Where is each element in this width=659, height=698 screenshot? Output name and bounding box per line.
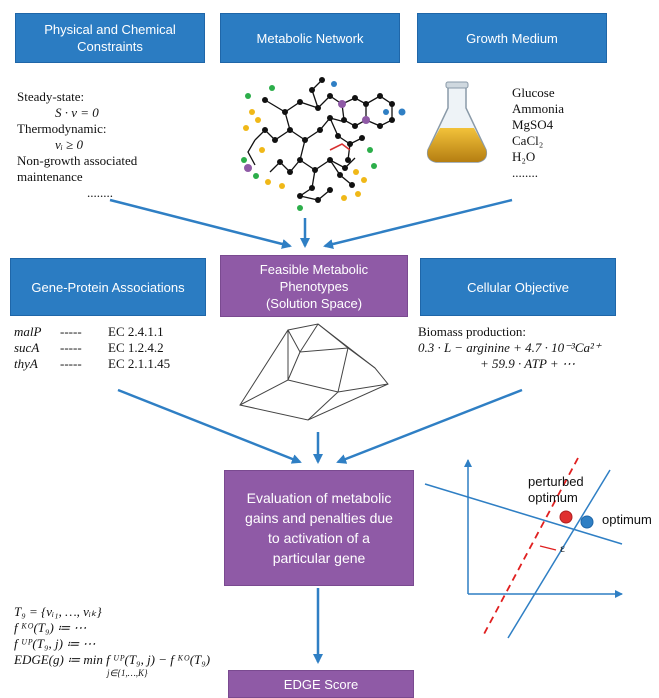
biomass-label: Biomass production: xyxy=(418,324,526,339)
biomass-line-2: + 59.9 · ATP + ⋯ xyxy=(480,356,575,371)
growth-medium-label: Growth Medium xyxy=(466,30,558,46)
gpa-dash: ----- xyxy=(60,324,82,339)
gene-protein-associations-box: Gene-Protein Associations xyxy=(10,258,206,316)
arrow-constraints-to-feasible xyxy=(109,198,292,249)
gene-name: thyA xyxy=(14,356,38,371)
gene-protein-associations-label: Gene-Protein Associations xyxy=(31,279,185,295)
optimum-point xyxy=(580,515,594,529)
constraint-line xyxy=(507,469,611,639)
ec-number: EC 2.4.1.1 xyxy=(108,324,164,339)
medium-item: CaCl₂ xyxy=(512,133,544,148)
constraints-ellipsis: ........ xyxy=(87,185,113,200)
formula-tg: T₉ = {vᵢ₁, …, vᵢₖ} xyxy=(14,604,102,619)
constraints-text: Steady-state: S · v = 0 Thermodynamic: v… xyxy=(17,89,137,201)
optimum-label: optimum xyxy=(602,512,652,527)
formula-min-subscript: j∈{1,…,K} xyxy=(107,668,148,678)
arrow-medium-to-feasible xyxy=(323,198,513,249)
gpa-row: malP ----- EC 2.4.1.1 xyxy=(14,324,170,340)
evaluation-label: Evaluation of metabolic gains and penalt… xyxy=(245,490,393,566)
formula-edge: EDGE(g) ≔ min f ᵁᴾ(T₉, j) − f ᴷᴼ(T₉) xyxy=(14,652,211,667)
medium-item: ........ xyxy=(512,165,538,180)
edge-score-box: EDGE Score xyxy=(228,670,414,698)
formula-fup: f ᵁᴾ(T₉, j) ≔ ⋯ xyxy=(14,636,96,651)
gene-name: malP xyxy=(14,324,42,339)
epsilon-label: ε xyxy=(560,541,565,555)
growth-medium-box: Growth Medium xyxy=(417,13,607,63)
physical-chemical-constraints-box: Physical and Chemical Constraints xyxy=(15,13,205,63)
edge-score-label: EDGE Score xyxy=(283,676,359,692)
ec-number: EC 2.1.1.45 xyxy=(108,356,171,371)
physical-chemical-constraints-label: Physical and Chemical Constraints xyxy=(44,22,176,54)
gpa-row: thyA ----- EC 2.1.1.45 xyxy=(14,356,170,372)
metabolic-network-box: Metabolic Network xyxy=(220,13,400,63)
metabolic-network-icon xyxy=(241,77,406,211)
arrow-group-middle xyxy=(117,388,523,664)
ec-number: EC 1.2.4.2 xyxy=(108,340,164,355)
cellular-objective-box: Cellular Objective xyxy=(420,258,616,316)
perturbed-optimum-point xyxy=(559,510,573,524)
epsilon-arrow xyxy=(539,545,557,551)
medium-item: Ammonia xyxy=(512,101,564,116)
gene-name: sucA xyxy=(14,340,40,355)
arrow-gpa-to-evaluation xyxy=(117,388,302,464)
perturbed-constraint-line xyxy=(483,457,579,635)
non-growth-label: Non-growth associated xyxy=(17,153,138,168)
gpa-dash: ----- xyxy=(60,356,82,371)
gpa-row: sucA ----- EC 1.2.4.2 xyxy=(14,340,170,356)
feasible-line-1: Feasible Metabolic xyxy=(259,261,369,277)
formula-fko: f ᴷᴼ(T₉) ≔ ⋯ xyxy=(14,620,87,635)
objective-line xyxy=(424,483,623,545)
cellular-objective-label: Cellular Objective xyxy=(467,279,569,295)
evaluation-box: Evaluation of metabolic gains and penalt… xyxy=(224,470,414,586)
thermodynamic-equation: vᵢ ≥ 0 xyxy=(55,137,83,152)
solution-space-polytope xyxy=(239,323,389,421)
flask-icon xyxy=(426,81,488,163)
steady-state-equation: S · v = 0 xyxy=(55,105,99,120)
arrow-group-top xyxy=(109,198,513,249)
medium-item: H₂O xyxy=(512,149,536,164)
thermodynamic-label: Thermodynamic: xyxy=(17,121,107,136)
gpa-table: malP ----- EC 2.4.1.1 sucA ----- EC 1.2.… xyxy=(14,324,170,372)
medium-item: MgSO4 xyxy=(512,117,554,132)
perturbed-label-line-1: perturbed xyxy=(528,474,584,489)
feasible-phenotypes-box: Feasible Metabolic Phenotypes (Solution … xyxy=(220,255,408,317)
perturbed-label-line-2: optimum xyxy=(528,490,578,505)
medium-list: Glucose Ammonia MgSO4 CaCl₂ H₂O ........ xyxy=(512,85,564,181)
optimum-plot: perturbed optimum optimum ε xyxy=(424,457,652,639)
medium-item: Glucose xyxy=(512,85,555,100)
objective-equation: Biomass production: 0.3 · L − arginine +… xyxy=(418,324,601,372)
feasible-line-3: (Solution Space) xyxy=(265,295,363,311)
steady-state-label: Steady-state: xyxy=(17,89,85,104)
biomass-line-1: 0.3 · L − arginine + 4.7 · 10⁻³Ca²⁺ xyxy=(418,340,601,355)
gpa-dash: ----- xyxy=(60,340,82,355)
feasible-line-2: Phenotypes xyxy=(279,278,349,294)
arrow-objective-to-evaluation xyxy=(336,388,523,464)
metabolic-network-label: Metabolic Network xyxy=(256,30,364,46)
maintenance-label: maintenance xyxy=(17,169,83,184)
edge-formulas: T₉ = {vᵢ₁, …, vᵢₖ} f ᴷᴼ(T₉) ≔ ⋯ f ᵁᴾ(T₉,… xyxy=(14,604,210,678)
